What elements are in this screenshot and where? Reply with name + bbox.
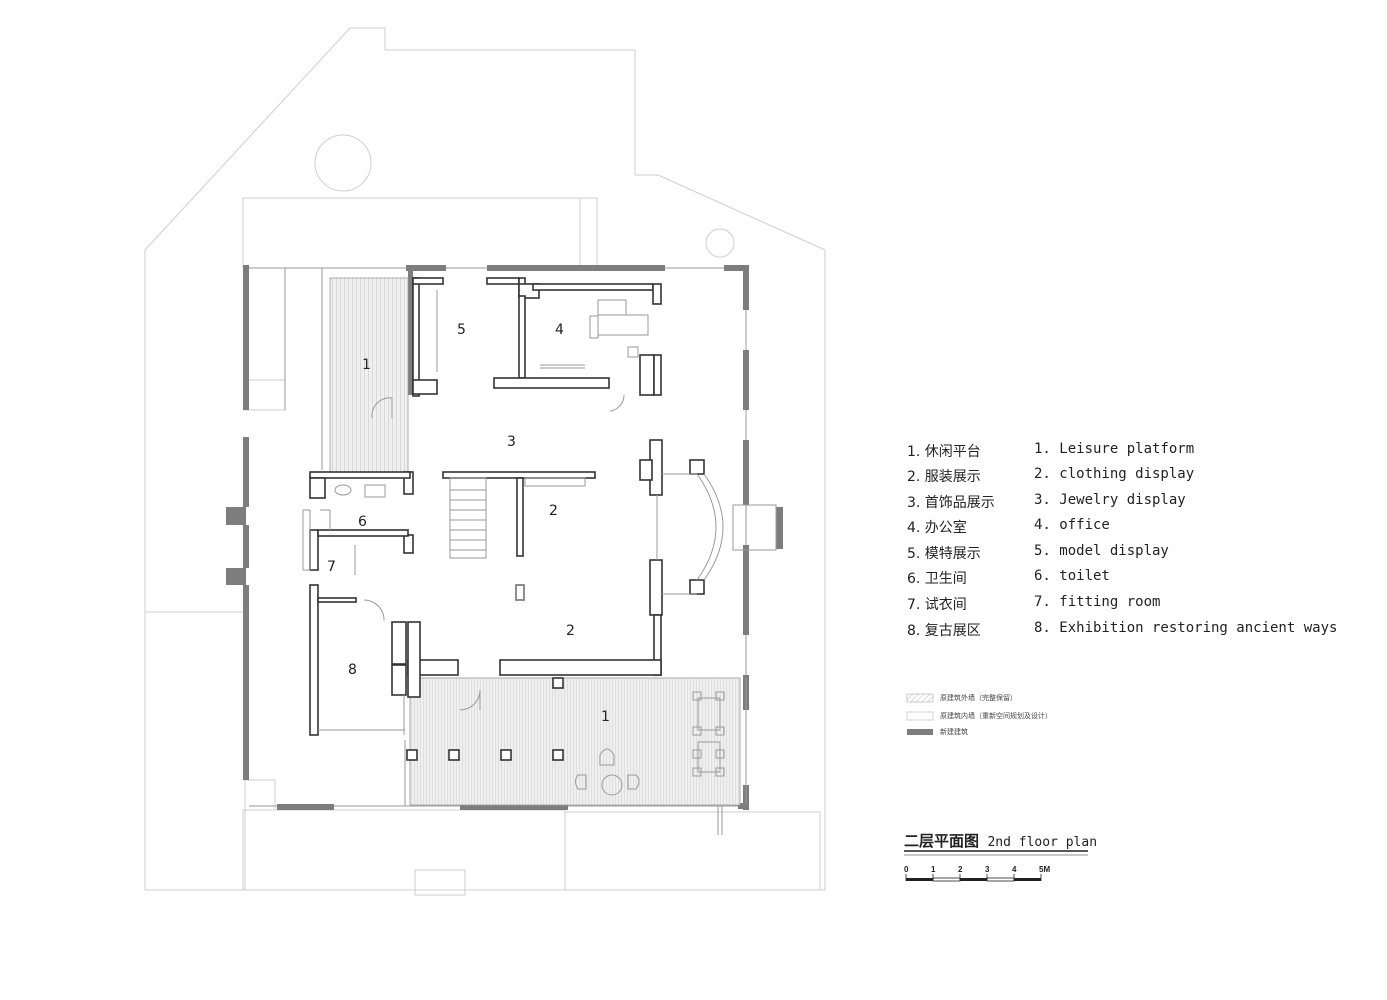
swatch-existing-inner (906, 711, 934, 721)
legend-en-8: 8. Exhibition restoring ancient ways (1034, 620, 1338, 636)
legend-zh-3: 3. 首饰品展示 (907, 495, 995, 511)
scale-label-3: 3 (985, 865, 990, 874)
scale-label-2: 2 (958, 865, 963, 874)
scale-label-0: 0 (904, 865, 909, 874)
room-4: 4 (555, 322, 564, 338)
key-new-build-label: 新建建筑 (940, 728, 968, 736)
legend-zh-2: 2. 服装展示 (907, 469, 981, 485)
existing-walls (309, 277, 705, 761)
legend-en-3: 3. Jewelry display (1034, 492, 1186, 508)
title-en: 2nd floor plan (987, 835, 1098, 850)
leisure-deck-north (329, 277, 409, 473)
key-existing-outer-label: 原建筑外墙（完整保留） (940, 694, 1017, 702)
scale-bar (905, 874, 1042, 882)
legend-zh-8: 8. 复古展区 (907, 623, 981, 639)
legend-en-1: 1. Leisure platform (1034, 441, 1195, 457)
room-2-south: 2 (566, 623, 575, 639)
scale-label-1: 1 (931, 865, 936, 874)
legend-zh-7: 7. 试衣间 (907, 597, 967, 613)
key-existing-inner-label: 原建筑内墙（重新空间规划及设计） (940, 712, 1052, 720)
room-1-south: 1 (601, 709, 610, 725)
legend-zh-5: 5. 模特展示 (907, 546, 981, 562)
room-6: 6 (358, 514, 367, 530)
building-outline (249, 267, 777, 835)
room-labels: 1 5 4 3 2 6 7 2 8 1 (327, 322, 610, 725)
legend-en-7: 7. fitting room (1034, 594, 1161, 610)
swatch-existing-outer (906, 693, 934, 703)
legend-en-5: 5. model display (1034, 543, 1169, 559)
scale-label-5: 5M (1039, 865, 1051, 874)
legend-en-4: 4. office (1034, 517, 1110, 533)
room-5: 5 (457, 322, 466, 338)
swatch-new-build (907, 729, 933, 735)
room-8: 8 (348, 662, 357, 678)
legend-zh-4: 4. 办公室 (907, 520, 967, 536)
legend-en-6: 6. toilet (1034, 568, 1110, 584)
room-1-north: 1 (362, 357, 371, 373)
room-7: 7 (327, 559, 336, 575)
legend-en-2: 2. clothing display (1034, 466, 1195, 482)
scale-label-4: 4 (1012, 865, 1017, 874)
leisure-deck-south (409, 677, 741, 806)
legend-zh-6: 6. 卫生间 (907, 571, 967, 587)
room-3: 3 (507, 434, 516, 450)
room-2-north: 2 (549, 503, 558, 519)
material-key (906, 693, 934, 735)
new-walls (226, 265, 783, 810)
drawing-title: 二层平面图 2nd floor plan (904, 830, 1097, 851)
interior-details (302, 290, 725, 796)
legend-zh-1: 1. 休闲平台 (907, 444, 981, 460)
title-zh: 二层平面图 (904, 832, 980, 850)
